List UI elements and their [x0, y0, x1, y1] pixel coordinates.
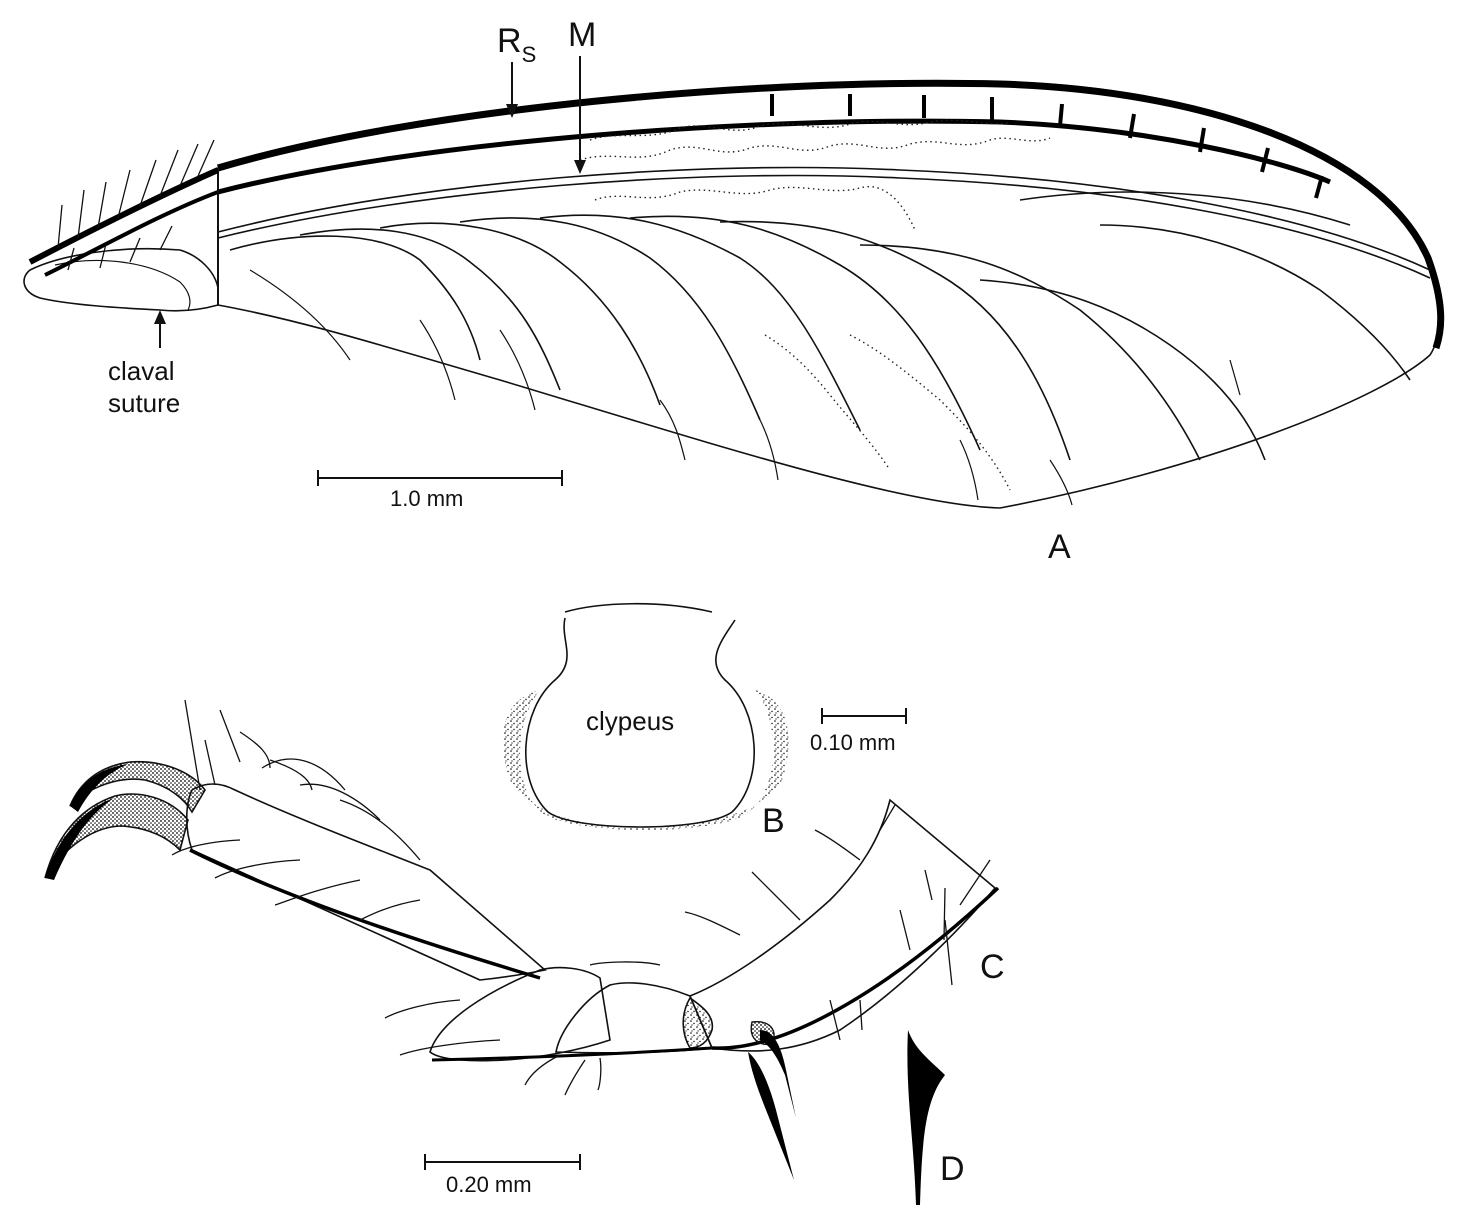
claval-suture-line	[54, 259, 191, 311]
wing-drawing	[23, 79, 1445, 509]
rs-vein	[217, 118, 1332, 195]
panel-label-c: C	[980, 948, 1005, 986]
scale-bar-wing: 1.0 mm	[317, 470, 563, 511]
rs-spurs	[770, 94, 1324, 199]
label-claval: claval	[108, 356, 174, 386]
femur	[688, 798, 997, 1052]
scale-label-wing: 1.0 mm	[390, 486, 463, 511]
tarsus	[185, 783, 547, 981]
scale-bar-clypeus: 0.10 mm	[810, 708, 907, 755]
tibia-segment-1	[429, 966, 611, 1062]
claw-upper-tip	[70, 764, 128, 812]
claw-lower-tip	[45, 798, 114, 880]
m-vein	[217, 166, 1431, 271]
wing-base-clavus	[23, 247, 219, 312]
leg-setae	[171, 699, 991, 1096]
scale-label-leg: 0.20 mm	[446, 1172, 532, 1197]
scale-bar-leg: 0.20 mm	[424, 1154, 581, 1197]
panel-label-a: A	[1048, 528, 1071, 566]
basal-costa	[28, 167, 220, 265]
panel-label-b: B	[762, 802, 785, 840]
panel-label-d: D	[940, 1150, 965, 1188]
wing-oblique-veins	[229, 191, 1411, 506]
leg-drawing: 0.20 mm C	[44, 699, 1005, 1197]
label-m: M	[568, 16, 596, 54]
wing-annotations: RS M claval suture 1.0 mm A	[108, 16, 1071, 566]
clypeus-label: clypeus	[586, 706, 674, 736]
reticulation-upper	[579, 119, 1051, 161]
reticulation-mid	[594, 186, 916, 231]
clypeus-drawing: clypeus 0.10 mm B	[502, 602, 907, 840]
clypeus-top-edge	[564, 602, 713, 613]
leg-spur-1	[760, 1030, 796, 1118]
tibia-joint	[682, 996, 714, 1049]
m-vein-inner	[217, 174, 1431, 279]
label-rs: RS	[497, 22, 536, 67]
scale-label-clypeus: 0.10 mm	[810, 730, 896, 755]
spur-drawing: D	[907, 1030, 965, 1205]
clypeus-outline	[525, 617, 755, 828]
label-suture: suture	[108, 388, 180, 418]
leg-spur-2	[748, 1052, 794, 1180]
spur-d	[907, 1030, 945, 1205]
wing-outline	[217, 80, 1440, 509]
reticulation-lower-2	[849, 334, 1011, 491]
basal-setae	[57, 139, 215, 271]
reticulation-lower-1	[764, 334, 891, 471]
costal-margin	[217, 79, 1445, 350]
